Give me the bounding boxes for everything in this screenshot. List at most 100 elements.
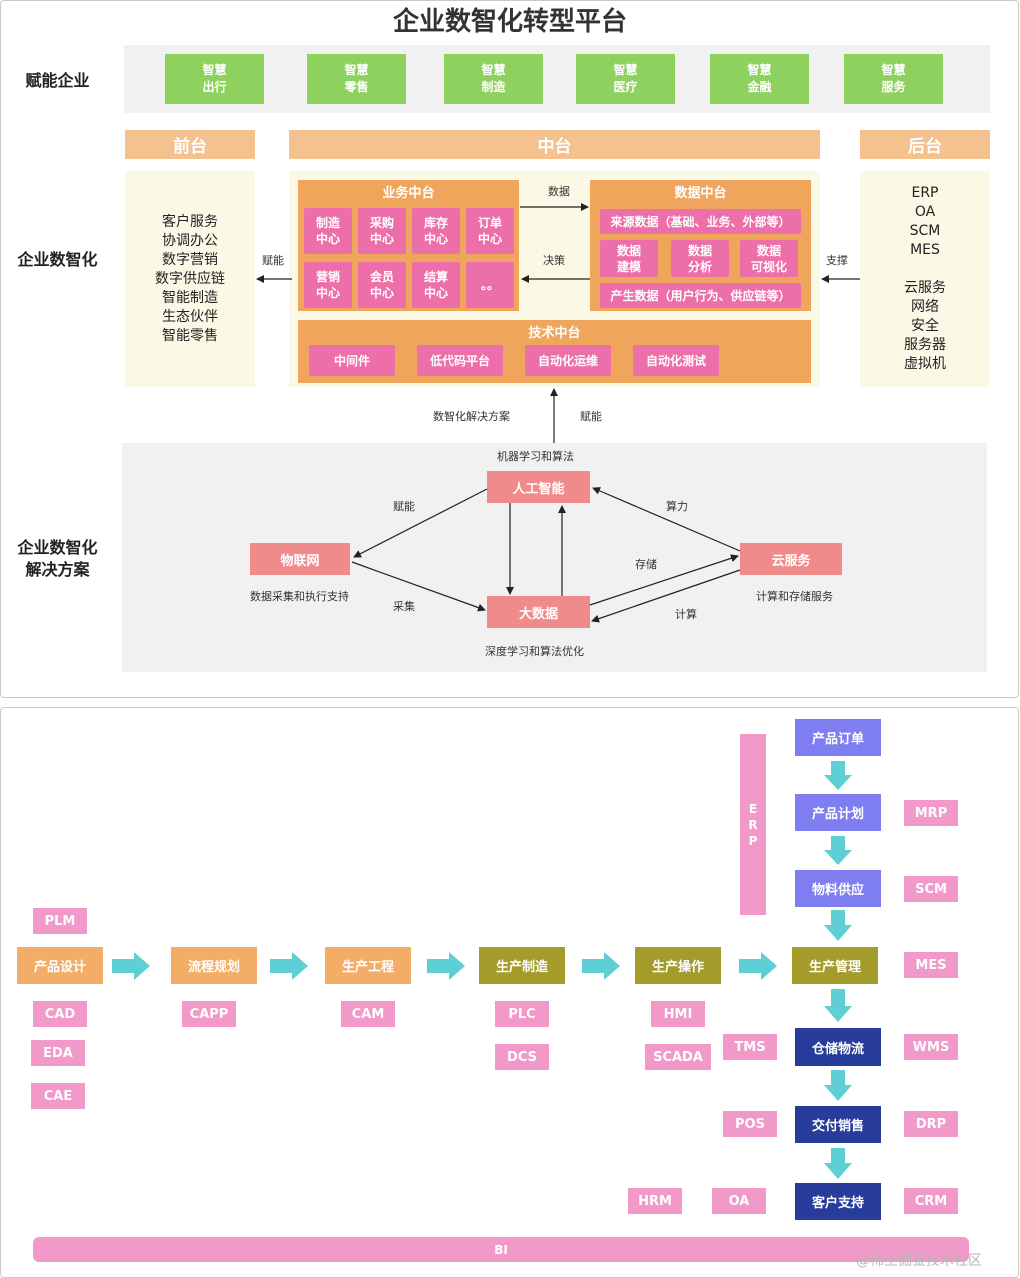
flow-delivery-sales: 交付销售 [795,1106,881,1143]
tag-hrm: HRM [628,1188,682,1214]
caption-cloud: 计算和存储服务 [756,590,833,603]
flow-product-plan: 产品计划 [795,794,881,831]
node-iot: 物联网 [250,543,350,575]
label-data: 数据 [548,185,570,198]
caption-iot: 数据采集和执行支持 [250,590,349,603]
smart-app-retail: 智慧 零售 [307,54,406,104]
data-platform-title: 数据中台 [674,185,727,201]
flow-production-operation: 生产操作 [635,947,721,984]
front-stage-panel: 客户服务 协调办公 数字营销 数字供应链 智能制造 生态伙伴 智能零售 [125,171,255,387]
data-visualization: 数据 可视化 [740,240,798,277]
arrow-cloud-to-ai [592,487,741,552]
flow-process-planning: 流程规划 [171,947,257,984]
tag-capp: CAPP [182,1001,236,1027]
center-procurement: 采购 中心 [358,208,406,254]
edge-label-collect: 采集 [393,600,415,613]
tag-mes: MES [904,952,958,978]
edge-label-compute: 计算 [675,608,697,621]
front-stage-list: 客户服务 协调办公 数字营销 数字供应链 智能制造 生态伙伴 智能零售 [155,213,225,344]
produced-data: 产生数据（用户行为、供应链等） [600,283,801,308]
flow-production-engineering: 生产工程 [325,947,411,984]
flow-arrow-v4 [824,989,852,1022]
flow-arrow-v3 [824,910,852,941]
smart-app-travel: 智慧 出行 [165,54,264,104]
node-bigdata: 大数据 [487,596,590,628]
flow-product-order: 产品订单 [795,719,881,756]
tech-auto-test: 自动化测试 [633,345,719,376]
center-more: 。。 [466,262,514,308]
source-data: 来源数据（基础、业务、外部等） [600,209,801,234]
label-empower-up: 赋能 [580,410,602,423]
center-order: 订单 中心 [466,208,514,254]
tag-tms: TMS [723,1034,777,1060]
smart-app-service: 智慧 服务 [844,54,943,104]
back-stage-header: 后台 [860,130,990,159]
business-platform-title: 业务中台 [382,185,435,201]
flow-arrow-h5 [739,952,777,980]
tech-auto-ops: 自动化运维 [525,345,611,376]
flow-arrow-v6 [824,1148,852,1179]
tag-pos: POS [723,1111,777,1137]
flow-production-management: 生产管理 [792,947,878,984]
center-membership: 会员 中心 [358,262,406,308]
label-decision: 决策 [543,254,565,267]
flow-production-manufacturing: 生产制造 [479,947,565,984]
row-label-solutions: 企业数智化 解决方案 [17,538,98,579]
row-label-digital: 企业数智化 [17,250,98,269]
tag-wms: WMS [904,1034,958,1060]
node-ai: 人工智能 [487,471,590,503]
arrow-cloud-to-bigdata [591,569,741,623]
edge-label-compute-power: 算力 [666,500,688,513]
arrow-iot-to-bigdata [351,561,486,612]
tag-plc: PLC [495,1001,549,1027]
arrow-bigdata-to-cloud [589,554,739,606]
flow-customer-support: 客户支持 [795,1183,881,1220]
center-inventory: 库存 中心 [412,208,460,254]
erp-bar: E R P [740,734,766,915]
flow-arrow-h4 [582,952,620,980]
smart-app-medical: 智慧 医疗 [576,54,675,104]
label-empower-front: 赋能 [262,254,284,267]
tag-plm: PLM [33,908,87,934]
edge-label-storage: 存储 [635,558,657,571]
tag-cad: CAD [33,1001,87,1027]
edge-label-empower: 赋能 [393,500,415,513]
center-marketing: 营销 中心 [304,262,352,308]
tag-scm: SCM [904,876,958,902]
tag-eda: EDA [31,1040,85,1066]
row-label-empower: 赋能企业 [25,71,90,90]
smart-app-manufacturing: 智慧 制造 [444,54,543,104]
tag-mrp: MRP [904,800,958,826]
top-arrows [256,203,860,623]
back-stage-list: ERP OA SCM MES 云服务 网络 安全 服务器 虚拟机 [904,185,946,372]
arrow-ai-to-iot [353,488,488,558]
watermark: @稀土掘金技术社区 [856,1253,982,1269]
flow-product-design: 产品设计 [17,947,103,984]
data-analysis: 数据 分析 [671,240,729,277]
page-title: 企业数智化转型平台 [392,6,627,37]
tag-drp: DRP [904,1111,958,1137]
flow-arrow-h1 [112,952,150,980]
data-modeling: 数据 建模 [600,240,658,277]
front-stage-header: 前台 [125,130,255,159]
flow-arrow-h2 [270,952,308,980]
back-stage-panel: ERP OA SCM MES 云服务 网络 安全 服务器 虚拟机 [860,171,990,387]
middle-stage-header: 中台 [289,130,820,159]
caption-bigdata: 深度学习和算法优化 [485,645,584,658]
tag-dcs: DCS [495,1044,549,1070]
caption-ai: 机器学习和算法 [497,450,574,463]
tech-platform-title: 技术中台 [528,325,581,341]
tag-cam: CAM [341,1001,395,1027]
bi-bar: BI [33,1237,969,1262]
flow-arrow-h3 [427,952,465,980]
tech-middleware: 中间件 [309,345,395,376]
tag-crm: CRM [904,1188,958,1214]
label-support: 支撑 [826,254,848,267]
flow-warehouse-logistics: 仓储物流 [795,1028,881,1066]
tag-scada: SCADA [645,1044,711,1070]
flow-arrow-v5 [824,1070,852,1101]
tag-hmi: HMI [651,1001,705,1027]
label-digital-solution: 数智化解决方案 [433,410,510,423]
center-manufacturing: 制造 中心 [304,208,352,254]
